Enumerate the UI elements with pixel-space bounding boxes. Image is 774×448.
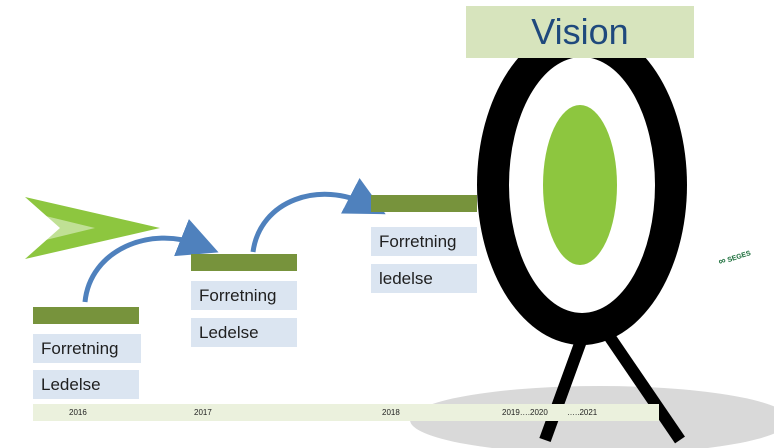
year-2018: 2018 — [382, 408, 400, 417]
year-2017: 2017 — [194, 408, 212, 417]
year-2021: …..2021 — [567, 408, 598, 417]
step-3-line2: ledelse — [371, 264, 477, 293]
step-3-line1: Forretning — [371, 227, 477, 256]
step-1-line1: Forretning — [33, 334, 141, 363]
year-2016: 2016 — [69, 408, 87, 417]
step-1-line2: Ledelse — [33, 370, 139, 399]
vision-title: Vision — [466, 6, 694, 58]
step-2-line1: Forretning — [191, 281, 297, 310]
step-2-line2: Ledelse — [191, 318, 297, 347]
step-bar-3 — [371, 195, 477, 212]
timeline-bar — [33, 404, 659, 421]
curved-arrow-2 — [250, 178, 386, 253]
step-bar-1 — [33, 307, 139, 324]
vision-title-text: Vision — [531, 11, 629, 52]
step-bar-2 — [191, 254, 297, 271]
curved-arrow-1 — [82, 219, 219, 303]
year-2019-2020: 2019….2020 — [502, 408, 548, 417]
